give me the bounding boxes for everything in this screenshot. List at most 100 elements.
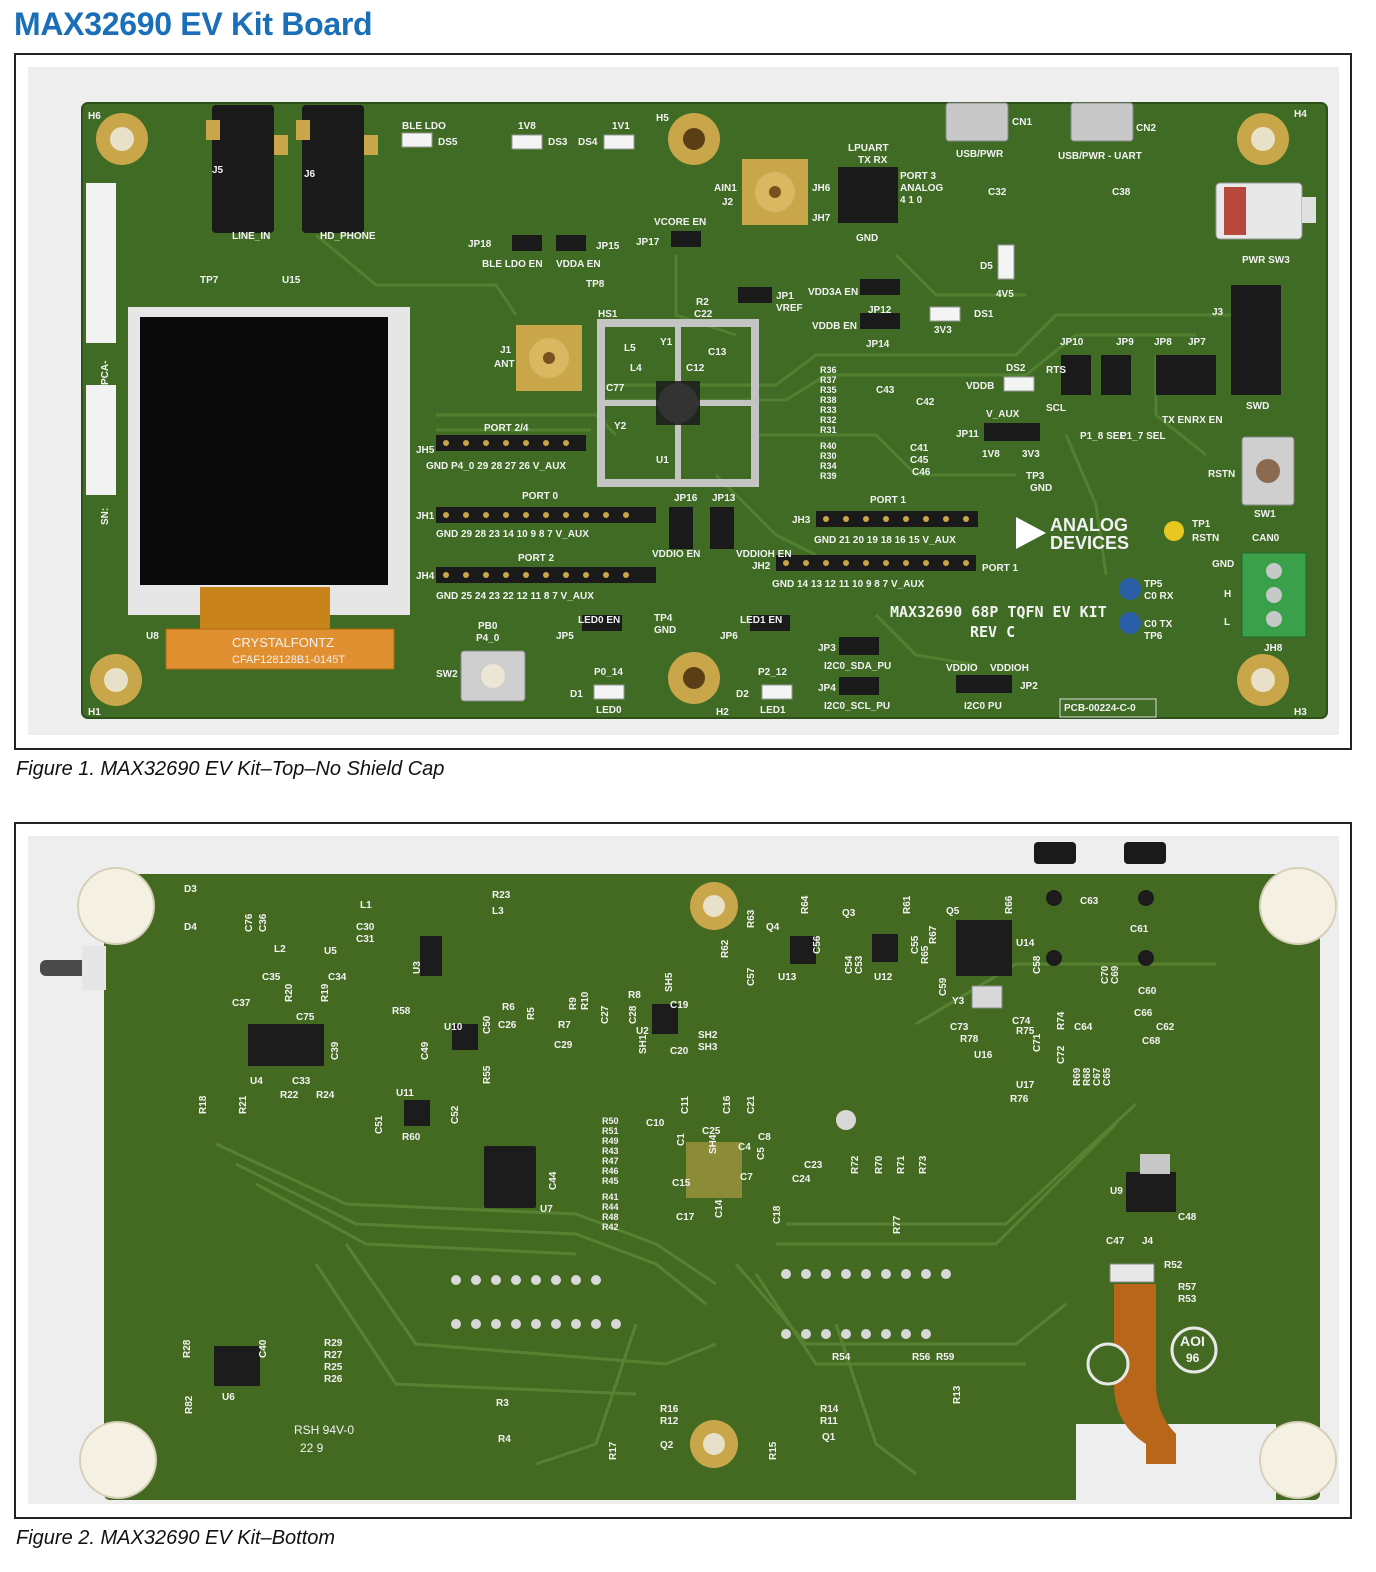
label-r-col1-10: R39 bbox=[820, 471, 837, 481]
label-pcb: PCB-00224-C-0 bbox=[1064, 703, 1136, 714]
label-c36: C36 bbox=[258, 913, 269, 932]
label-c52: C52 bbox=[450, 1105, 461, 1124]
label-r67: R67 bbox=[928, 925, 939, 944]
label-c13: C13 bbox=[708, 347, 727, 358]
label-c58: C58 bbox=[1032, 955, 1043, 974]
label-jh1: JH1 bbox=[416, 511, 435, 522]
label-jp5: JP5 bbox=[556, 631, 574, 642]
label-j4: J4 bbox=[1142, 1236, 1154, 1247]
label-vcore-en: VCORE EN bbox=[654, 217, 706, 228]
label-analog-devices-2: DEVICES bbox=[1050, 533, 1129, 553]
pcb-bottom-photo: D3 D4 C76 C36 L2 L1 C30 C31 R23 L3 U5 C3… bbox=[16, 824, 1350, 1517]
figure-1-caption: Figure 1. MAX32690 EV Kit–Top–No Shield … bbox=[16, 758, 445, 780]
label-r4: R4 bbox=[498, 1434, 511, 1445]
label-ds3: DS3 bbox=[548, 137, 568, 148]
label-c24: C24 bbox=[792, 1174, 811, 1185]
label-r26: R26 bbox=[324, 1374, 343, 1385]
label-r6: R6 bbox=[502, 1002, 515, 1013]
label-c74: C74 bbox=[1012, 1016, 1031, 1027]
label-pwr-sw3: PWR SW3 bbox=[1242, 255, 1290, 266]
label-1v8: 1V8 bbox=[518, 121, 536, 132]
label-tx-rx: TX RX bbox=[858, 155, 888, 166]
label-q1: Q1 bbox=[822, 1432, 836, 1443]
label-jp16: JP16 bbox=[674, 493, 698, 504]
label-rev: REV C bbox=[970, 623, 1015, 641]
label-r-col2-6: R45 bbox=[602, 1176, 619, 1186]
label-c14: C14 bbox=[714, 1199, 725, 1218]
label-vddb-en: VDDB EN bbox=[812, 321, 857, 332]
label-c43: C43 bbox=[876, 385, 895, 396]
label-r27: R27 bbox=[324, 1350, 343, 1361]
label-r-col1-9: R34 bbox=[820, 461, 837, 471]
label-u7: U7 bbox=[540, 1204, 553, 1215]
label-c67: C67 bbox=[1092, 1067, 1103, 1086]
label-u16: U16 bbox=[974, 1050, 993, 1061]
label-line-in: LINE_IN bbox=[232, 231, 270, 242]
label-r15: R15 bbox=[768, 1441, 779, 1460]
label-c18: C18 bbox=[772, 1205, 783, 1224]
label-c17: C17 bbox=[676, 1212, 695, 1223]
label-r60: R60 bbox=[402, 1132, 421, 1143]
label-c50: C50 bbox=[482, 1015, 493, 1034]
label-r71: R71 bbox=[896, 1155, 907, 1174]
label-r19: R19 bbox=[320, 983, 331, 1002]
label-tp6: TP6 bbox=[1144, 631, 1163, 642]
pcb-top-photo: H6 H5 H4 H1 H2 H3 J5 J6 LINE_IN HD_PHONE… bbox=[16, 55, 1350, 748]
label-jp12: JP12 bbox=[868, 305, 892, 316]
label-can0: CAN0 bbox=[1252, 533, 1280, 544]
label-p1-7-sel: P1_7 SEL bbox=[1120, 431, 1166, 442]
label-sh3: SH3 bbox=[698, 1042, 718, 1053]
label-can-h: H bbox=[1224, 589, 1231, 600]
label-r8: R8 bbox=[628, 990, 641, 1001]
label-c23: C23 bbox=[804, 1160, 823, 1171]
label-c20: C20 bbox=[670, 1046, 689, 1057]
label-ble-ldo: BLE LDO bbox=[402, 121, 446, 132]
label-r-col1-1: R37 bbox=[820, 375, 837, 385]
label-h6: H6 bbox=[88, 111, 101, 122]
label-r78: R78 bbox=[960, 1034, 979, 1045]
label-c57: C57 bbox=[746, 967, 757, 986]
label-c34: C34 bbox=[328, 972, 347, 983]
label-jh8: JH8 bbox=[1264, 643, 1283, 654]
label-r20: R20 bbox=[284, 983, 295, 1002]
label-jp9: JP9 bbox=[1116, 337, 1134, 348]
label-r69: R69 bbox=[1072, 1067, 1083, 1086]
figure-2-caption: Figure 2. MAX32690 EV Kit–Bottom bbox=[16, 1527, 336, 1549]
label-jh3: JH3 bbox=[792, 515, 811, 526]
label-vddio-en: VDDIO EN bbox=[652, 549, 700, 560]
label-i2c0-scl-pu: I2C0_SCL_PU bbox=[824, 701, 890, 712]
label-jp6: JP6 bbox=[720, 631, 738, 642]
label-r29: R29 bbox=[324, 1338, 343, 1349]
label-u5: U5 bbox=[324, 946, 337, 957]
label-u6: U6 bbox=[222, 1392, 235, 1403]
label-r-col2-2: R49 bbox=[602, 1136, 619, 1146]
label-c16: C16 bbox=[722, 1095, 733, 1114]
label-1v8b: 1V8 bbox=[982, 449, 1000, 460]
label-c31: C31 bbox=[356, 934, 375, 945]
label-jh7: JH7 bbox=[812, 213, 831, 224]
label-i2c0-sda-pu: I2C0_SDA_PU bbox=[824, 661, 891, 672]
label-c40: C40 bbox=[258, 1339, 269, 1358]
label-tp5: TP5 bbox=[1144, 579, 1163, 590]
label-c54: C54 bbox=[844, 955, 855, 974]
label-u15: U15 bbox=[282, 275, 301, 286]
label-jp3: JP3 bbox=[818, 643, 836, 654]
label-3v3b: 3V3 bbox=[1022, 449, 1040, 460]
label-lpuart: LPUART bbox=[848, 143, 889, 154]
label-l3: L3 bbox=[492, 906, 504, 917]
label-r16: R16 bbox=[660, 1404, 679, 1415]
label-r70: R70 bbox=[874, 1155, 885, 1174]
standoffs bbox=[77, 867, 1337, 1499]
label-c60: C60 bbox=[1138, 986, 1157, 997]
label-ain1: AIN1 bbox=[714, 183, 737, 194]
label-jp8: JP8 bbox=[1154, 337, 1172, 348]
label-aoi-num: 96 bbox=[1186, 1351, 1200, 1365]
label-u9: U9 bbox=[1110, 1186, 1123, 1197]
label-p4-0: P4_0 bbox=[476, 633, 500, 644]
label-port1b: PORT 1 bbox=[982, 563, 1019, 574]
label-d5: D5 bbox=[980, 261, 993, 272]
label-ant: ANT bbox=[494, 359, 515, 370]
label-rstn-tp: RSTN bbox=[1192, 533, 1219, 544]
label-l4: L4 bbox=[630, 363, 642, 374]
label-jh3-pins: GND 21 20 19 18 16 15 V_AUX bbox=[814, 535, 956, 546]
